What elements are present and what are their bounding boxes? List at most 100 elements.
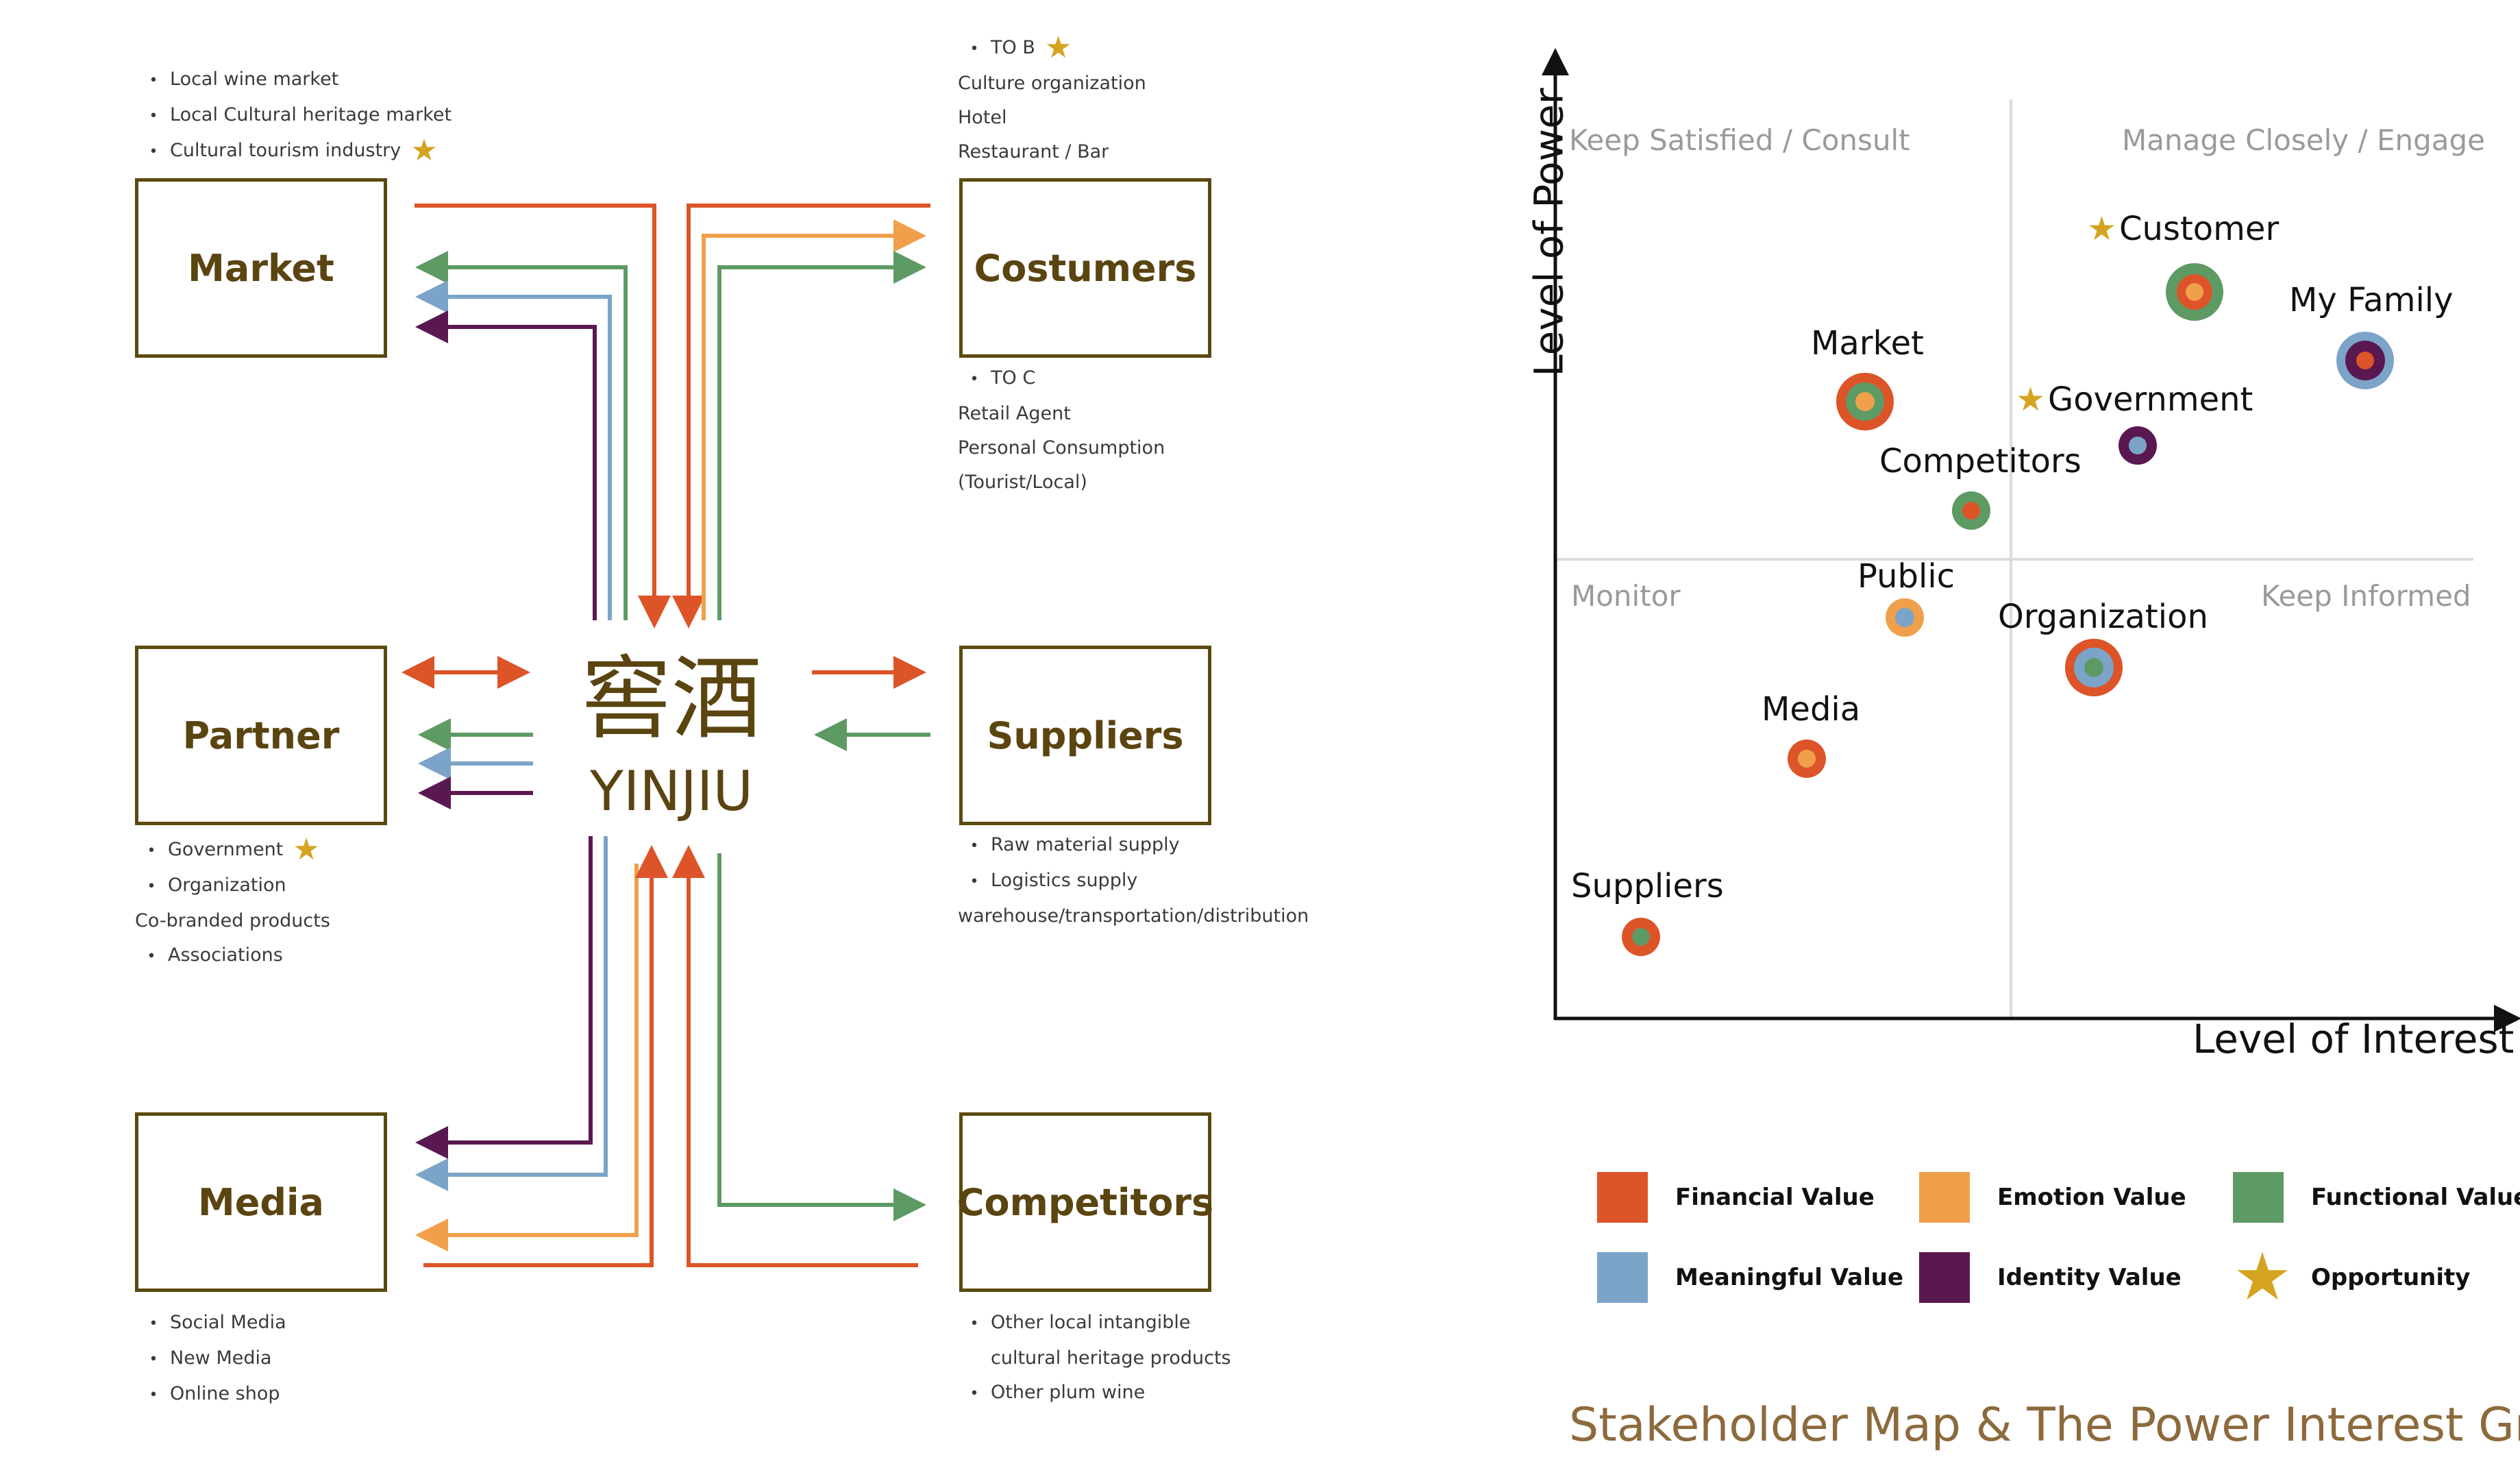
market-box: Market [135,178,387,358]
point-market [1836,373,1894,430]
media-box-label: Media [198,1180,324,1224]
suppliers-notes: Raw material supply Logistics supply war… [958,828,1309,933]
brand-english-name: YINJIU [589,759,754,823]
competitors-box: Competitors [956,1112,1214,1292]
list-item: (Tourist/Local) [958,472,1087,493]
point-suppliers [1622,918,1660,956]
legend-functional: Functional Value [2233,1172,2520,1223]
legend-meaningful: Meaningful Value [1597,1252,1903,1303]
opportunity-star-icon: ★ [1044,30,1072,65]
opportunity-star-icon: ★ [410,133,438,168]
competitors-notes: Other local intangible cultural heritage… [958,1306,1231,1411]
customers-b2c-notes: TO C Retail Agent Personal Consumption (… [958,361,1165,500]
flow-center-to-customers-functional [717,251,926,620]
x-axis-label: Level of Interest [2192,1016,2515,1062]
list-item: Organization [135,868,330,904]
point-public [1886,598,1924,637]
opportunity-star-icon: ★ [2016,380,2046,419]
list-item: Online shop [137,1377,286,1413]
competitors-box-label: Competitors [956,1180,1214,1224]
flow-center-to-competitors [717,853,926,1221]
customers-box-label: Costumers [974,246,1197,290]
legend-swatch [1919,1252,1970,1303]
point-competitors [1952,491,1990,530]
list-item: Retail Agent [958,403,1071,424]
list-item: Other plum wine [958,1376,1231,1411]
list-item: Co-branded products [135,910,330,931]
legend-emotion: Emotion Value [1919,1172,2186,1223]
quadrant-monitor: Monitor [1571,579,1681,613]
customers-b2b-notes: TO B★ Culture organization Hotel Restaur… [958,31,1146,169]
point-my-family [2336,332,2394,389]
list-item: Local Cultural heritage market [137,98,452,134]
legend-swatch [1919,1172,1970,1223]
media-notes: Social Media New Media Online shop [137,1306,286,1413]
list-item: Raw material supply [958,828,1309,864]
flow-center-to-media-meaningful [415,836,608,1191]
point-label-suppliers: Suppliers [1571,867,1724,905]
flow-customers-to-center [672,204,930,628]
point-label-my-family: My Family [2289,281,2454,319]
market-notes: Local wine market Local Cultural heritag… [137,62,452,169]
partner-notes: Government★ Organization Co-branded prod… [135,833,330,974]
point-label-customer: ★Customer [2087,210,2280,248]
legend-swatch [2233,1172,2284,1223]
list-item: TO B★ [958,31,1146,66]
media-box: Media [135,1112,387,1292]
point-customer [2166,263,2223,321]
point-label-competitors: Competitors [1879,442,2082,480]
list-item: Hotel [958,107,1007,128]
flow-center-to-market-identity [415,310,597,620]
list-item: Local wine market [137,62,452,98]
list-item: Personal Consumption [958,437,1165,459]
legend-identity: Identity Value [1919,1252,2182,1303]
list-item: cultural heritage products [991,1347,1231,1369]
legend-financial: Financial Value [1597,1172,1875,1223]
list-item: Cultural tourism industry★ [137,134,452,169]
flow-center-to-media-identity [415,836,593,1159]
opportunity-star-icon: ★ [293,832,320,867]
customers-box: Costumers [959,178,1211,358]
list-item: Associations [135,938,330,974]
suppliers-box-label: Suppliers [987,713,1184,757]
flow-competitors-to-center [672,845,918,1267]
quadrant-manage-closely: Manage Closely / Engage [2122,123,2486,157]
point-organization [2065,639,2123,696]
quadrant-keep-informed: Keep Informed [2261,579,2471,613]
list-item: Logistics supply [958,864,1309,899]
flow-market-to-center [415,204,671,628]
list-item: Social Media [137,1306,286,1341]
list-item: Culture organization [958,73,1146,94]
list-item: TO C [958,361,1165,397]
list-item: warehouse/transportation/distribution [958,905,1309,927]
flow-center-to-market-functional [415,251,628,620]
opportunity-star-icon: ★ [2087,210,2117,248]
flow-center-to-media-emotion [415,864,639,1251]
legend-swatch [1597,1252,1648,1303]
point-label-public: Public [1857,557,1955,596]
legend-opportunity: ★Opportunity [2233,1241,2471,1314]
point-label-government: ★Government [2016,380,2253,419]
point-government [2118,426,2157,465]
flow-media-to-center [423,845,668,1267]
partner-box-label: Partner [182,713,340,757]
list-item: Other local intangible [958,1306,1231,1341]
suppliers-box: Suppliers [959,646,1211,825]
quadrant-keep-satisfied: Keep Satisfied / Consult [1569,123,1910,157]
legend-swatch [1597,1172,1648,1223]
list-item: Government★ [135,833,330,868]
list-item: Restaurant / Bar [958,141,1109,162]
opportunity-star-icon: ★ [2233,1241,2293,1314]
market-box-label: Market [188,246,334,290]
flow-center-to-customers-emotion [702,219,926,620]
flow-center-to-market-meaningful [415,280,612,620]
point-label-organization: Organization [1998,598,2208,636]
point-label-media: Media [1762,690,1861,729]
page-title: Stakeholder Map & The Power Interest Gri… [1569,1398,2520,1452]
partner-box: Partner [135,646,387,825]
brand-chinese-name: 窖酒 [581,646,762,752]
point-label-market: Market [1811,324,1924,363]
point-media [1788,740,1826,778]
list-item: New Media [137,1341,286,1377]
